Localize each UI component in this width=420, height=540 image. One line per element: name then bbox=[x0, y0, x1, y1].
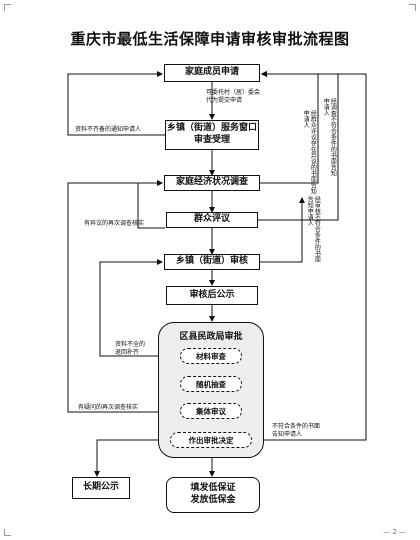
vnote-not-eligible-1: 经调查不符合条件的书面告知申请人 bbox=[322, 98, 337, 176]
collective-review-box: 集体审议 bbox=[180, 403, 242, 419]
right-return-township bbox=[258, 197, 305, 263]
right-return-bureau bbox=[261, 71, 367, 441]
arrow-to-long-term-notice bbox=[94, 439, 170, 477]
material-review-box: 材料审查 bbox=[180, 348, 242, 364]
note-delegate-apply: 可委托村（居）委会 代为提交申请 bbox=[206, 89, 261, 105]
issue-line2: 发放低保金 bbox=[190, 495, 236, 505]
township-window-line2: 审查受理 bbox=[193, 135, 230, 145]
long-term-notice-box: 长期公示 bbox=[72, 477, 130, 499]
vnote-disputed-review: 经群众评议存在异议的书面告知申请人 bbox=[302, 110, 317, 194]
township-window-box: 乡镇（街道）服务窗口 审查受理 bbox=[165, 120, 259, 150]
post-review-notice-box: 审核后公示 bbox=[166, 286, 258, 305]
issue-allowance-box: 填发低保证 发放低保金 bbox=[166, 477, 260, 513]
page-number: — 2 — bbox=[383, 528, 406, 536]
township-review-box: 乡镇（街道）审核 bbox=[164, 254, 260, 270]
random-check-box: 随机抽查 bbox=[180, 376, 242, 392]
approval-decision-box: 作出审批决定 bbox=[170, 432, 252, 448]
vnote-not-eligible-2: 经审核不符合条件的书面告知申请人 bbox=[306, 196, 321, 262]
note-incomplete-materials: 资料不齐备的通知申请人 bbox=[75, 126, 142, 133]
crop-mark-top-left bbox=[4, 4, 11, 11]
note-disputed-survey: 有异议的再次调查核实 bbox=[84, 220, 145, 227]
flowchart-title: 重庆市最低生活保障申请审核审批流程图 bbox=[70, 30, 350, 48]
return-disputed-recheck bbox=[67, 180, 163, 413]
public-review-box: 群众评议 bbox=[166, 212, 258, 228]
note-not-eligible: 不符合条件的书面 告知申请人 bbox=[272, 423, 321, 439]
return-incomplete-materials bbox=[67, 71, 165, 136]
note-incomplete-supplement: 资料不全的 退回补齐 bbox=[115, 341, 146, 357]
township-window-line1: 乡镇（街道）服务窗口 bbox=[166, 123, 257, 134]
district-bureau-title: 区县民政局审批 bbox=[179, 332, 243, 342]
note-disputed-recheck: 有疑问的再次调查核实 bbox=[78, 404, 139, 411]
crop-mark-bottom-left bbox=[4, 529, 11, 536]
crop-mark-top-right bbox=[409, 4, 416, 11]
family-apply-box: 家庭成员申请 bbox=[164, 64, 260, 82]
issue-line1: 填发低保证 bbox=[190, 483, 236, 494]
economic-survey-box: 家庭经济状况调查 bbox=[164, 175, 260, 191]
return-incomplete-supplement bbox=[99, 259, 163, 357]
